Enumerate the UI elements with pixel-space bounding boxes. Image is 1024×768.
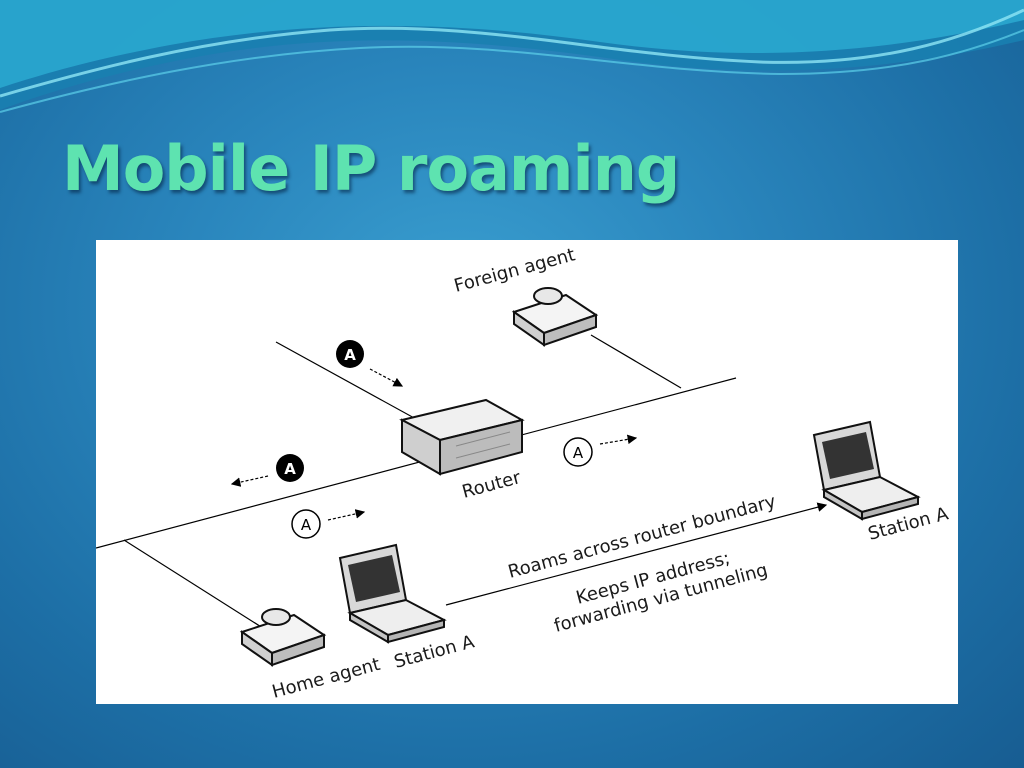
home-agent-device-icon bbox=[239, 608, 327, 667]
foreign-agent-label: Foreign agent bbox=[452, 244, 578, 296]
mobile-ip-diagram: Foreign agent Router Home agent Station … bbox=[96, 244, 951, 703]
decorative-waves bbox=[0, 0, 1024, 113]
packet-marker-filled-left: A bbox=[276, 454, 304, 482]
packet-marker-label: A bbox=[344, 346, 356, 364]
station-a-home-laptop-icon bbox=[338, 543, 447, 644]
diagram-panel: Foreign agent Router Home agent Station … bbox=[96, 240, 958, 704]
packet-arrow-lower bbox=[327, 509, 366, 521]
router-label: Router bbox=[460, 467, 524, 503]
home-agent-label: Home agent bbox=[270, 654, 383, 703]
home-agent-link bbox=[123, 539, 267, 631]
packet-marker-outline-lower: A bbox=[291, 509, 321, 539]
roaming-path-line bbox=[445, 502, 828, 606]
packet-arrow-top bbox=[369, 368, 404, 387]
router-device-icon bbox=[399, 398, 525, 476]
slide-title: Mobile IP roaming bbox=[62, 132, 680, 205]
foreign-agent-link bbox=[590, 334, 682, 389]
packet-marker-label: A bbox=[284, 460, 296, 478]
router-uplink-line bbox=[275, 341, 437, 431]
foreign-agent-device-icon bbox=[511, 287, 599, 347]
packet-arrow-left bbox=[230, 475, 269, 487]
upper-network-segment bbox=[96, 377, 737, 549]
packet-arrow-right bbox=[599, 434, 638, 445]
packet-marker-outline-right: A bbox=[563, 437, 593, 467]
station-a-foreign-laptop-icon bbox=[812, 420, 921, 521]
packet-marker-label: A bbox=[301, 516, 312, 534]
packet-marker-label: A bbox=[573, 444, 584, 462]
packet-marker-filled-top: A bbox=[336, 340, 364, 368]
